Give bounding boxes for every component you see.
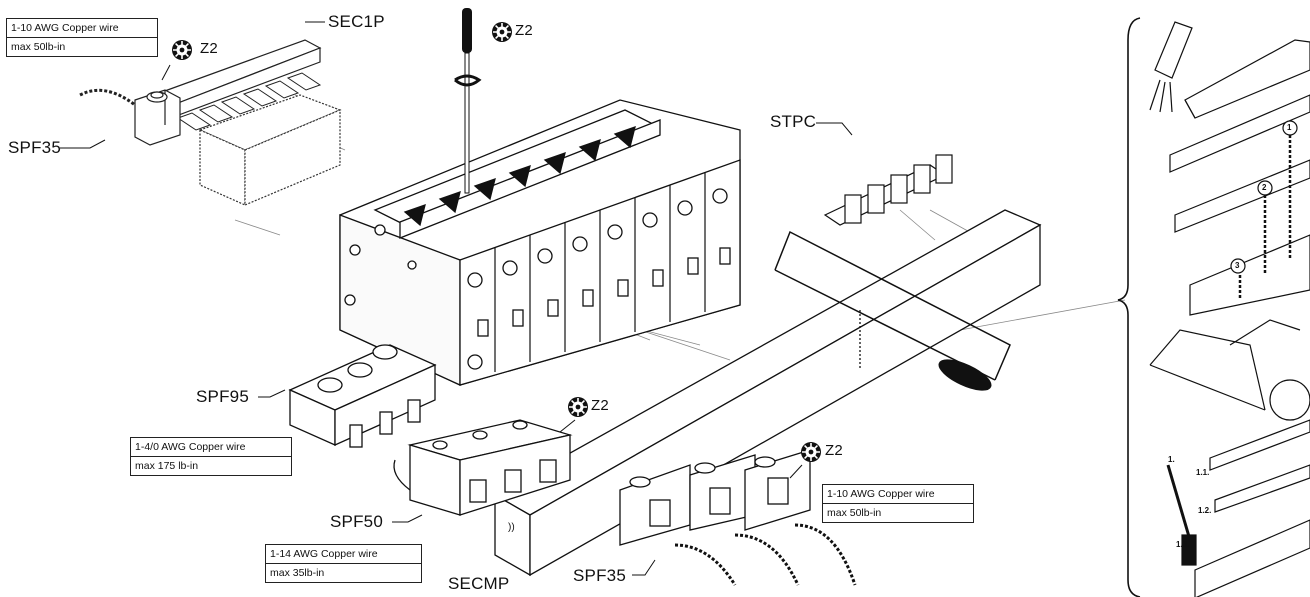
spec-wire: 1-10 AWG Copper wire: [11, 22, 119, 34]
torx-z2-icon: [171, 39, 193, 61]
label-spf35-left: SPF35: [8, 138, 61, 157]
sec1p-busbar: [138, 39, 322, 131]
label-stpc: STPC: [770, 112, 817, 131]
spec-torque: max 50lb-in: [7, 37, 157, 56]
spec-wire: 1-10 AWG Copper wire: [827, 488, 935, 500]
label-spf95: SPF95: [196, 387, 249, 406]
brush-icon: [1149, 21, 1193, 113]
circuit-breaker-block: [339, 99, 741, 387]
wire-arrow-icon: [674, 523, 857, 586]
label-z2: Z2: [825, 442, 843, 459]
step-label: 1.3.: [1176, 540, 1190, 549]
assembly-steps-sketch: [1169, 94, 1310, 316]
step-circle-label: 3: [1235, 261, 1240, 270]
step-circle-label: 1: [1287, 123, 1292, 132]
hacksaw-icon: [774, 230, 1011, 391]
spec-box-top-left: 1-10 AWG Copper wire max 50lb-in: [6, 18, 158, 57]
step-label: 1.2.: [1198, 506, 1212, 515]
torx-z2-icon: [800, 441, 822, 463]
spec-wire: 1-4/0 AWG Copper wire: [135, 441, 246, 453]
spf95-terminal: [288, 344, 437, 448]
step-circle-label: 2: [1262, 183, 1267, 192]
label-z2: Z2: [200, 40, 218, 57]
torx-z2-icon: [491, 21, 513, 43]
label-spf50: SPF50: [330, 512, 383, 531]
spec-torque: max 35lb-in: [266, 563, 421, 582]
hacksaw-cut-sketch: [1149, 319, 1310, 421]
step-label: 1.: [1168, 455, 1175, 464]
label-secmp: SECMP: [448, 574, 510, 593]
step-label: 1.1.: [1196, 468, 1210, 477]
spf35-left-terminal: [134, 89, 181, 146]
spec-torque: max 50lb-in: [823, 503, 973, 522]
spec-wire: 1-14 AWG Copper wire: [270, 548, 378, 560]
label-sec1p: SEC1P: [328, 12, 385, 31]
label-z2: Z2: [515, 22, 533, 39]
wire-arrow-icon: [79, 88, 136, 107]
label-z2: Z2: [591, 397, 609, 414]
sec-cover: [198, 94, 342, 206]
spec-box-spf35: 1-10 AWG Copper wire max 50lb-in: [822, 484, 974, 523]
spf50-terminals: [393, 419, 573, 516]
spec-torque: max 175 lb-in: [131, 456, 291, 475]
screwdriver-icon: [454, 8, 482, 194]
busbar-cleaning-sketch: [1184, 39, 1310, 119]
spec-box-spf50: 1-14 AWG Copper wire max 35lb-in: [265, 544, 422, 583]
leader-lines: [60, 21, 853, 576]
final-assembly-sketch: [1166, 419, 1310, 597]
torx-z2-icon: [567, 396, 589, 418]
spf35-bottom-terminals: [619, 449, 811, 546]
panel-bracket: [1117, 17, 1141, 597]
spec-box-spf95: 1-4/0 AWG Copper wire max 175 lb-in: [130, 437, 292, 476]
svg-text:)): )): [508, 522, 515, 533]
label-spf35-bottom: SPF35: [573, 566, 626, 585]
stpc-caps: [823, 154, 953, 226]
